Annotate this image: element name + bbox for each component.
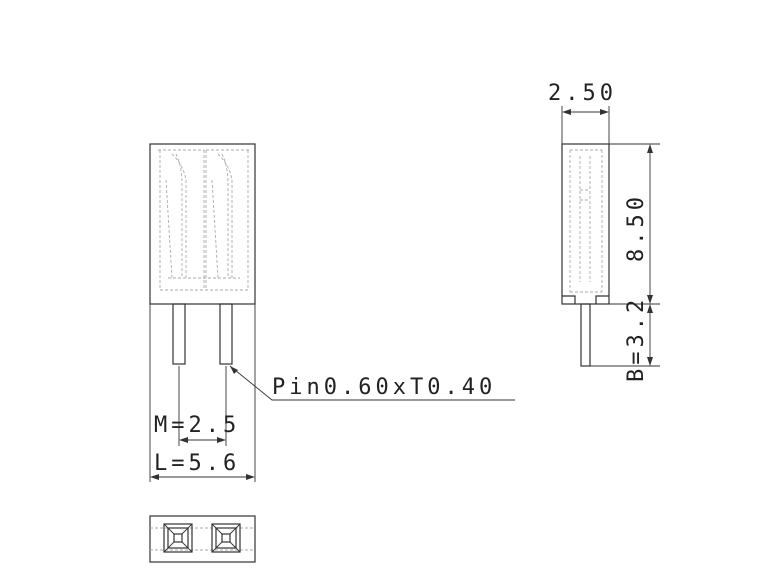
pin-spec-leader xyxy=(229,365,515,401)
width-label: 2.50 xyxy=(548,81,617,106)
side-pin xyxy=(580,303,591,367)
bottom-pad-right xyxy=(211,523,241,553)
pitch-label: M=2.5 xyxy=(154,413,240,438)
front-housing xyxy=(149,143,256,305)
bottom-housing xyxy=(149,515,256,563)
bottom-view xyxy=(149,515,256,563)
bottom-pad-left xyxy=(163,523,193,553)
front-pin-left xyxy=(172,303,186,365)
side-hidden-contact xyxy=(569,149,603,293)
front-view: M=2.5 L=5.6 Pin0.60xT0.40 xyxy=(149,143,515,482)
pin-spec-label: Pin0.60xT0.40 xyxy=(272,375,496,400)
front-hidden-contacts xyxy=(158,149,250,291)
side-view: 2.50 8.50 B=3.2 xyxy=(548,81,660,382)
front-pin-right xyxy=(219,303,233,365)
length-label: L=5.6 xyxy=(154,451,240,476)
body-height-label: 8.50 xyxy=(624,193,649,262)
pin-height-label: B=3.2 xyxy=(624,296,649,382)
